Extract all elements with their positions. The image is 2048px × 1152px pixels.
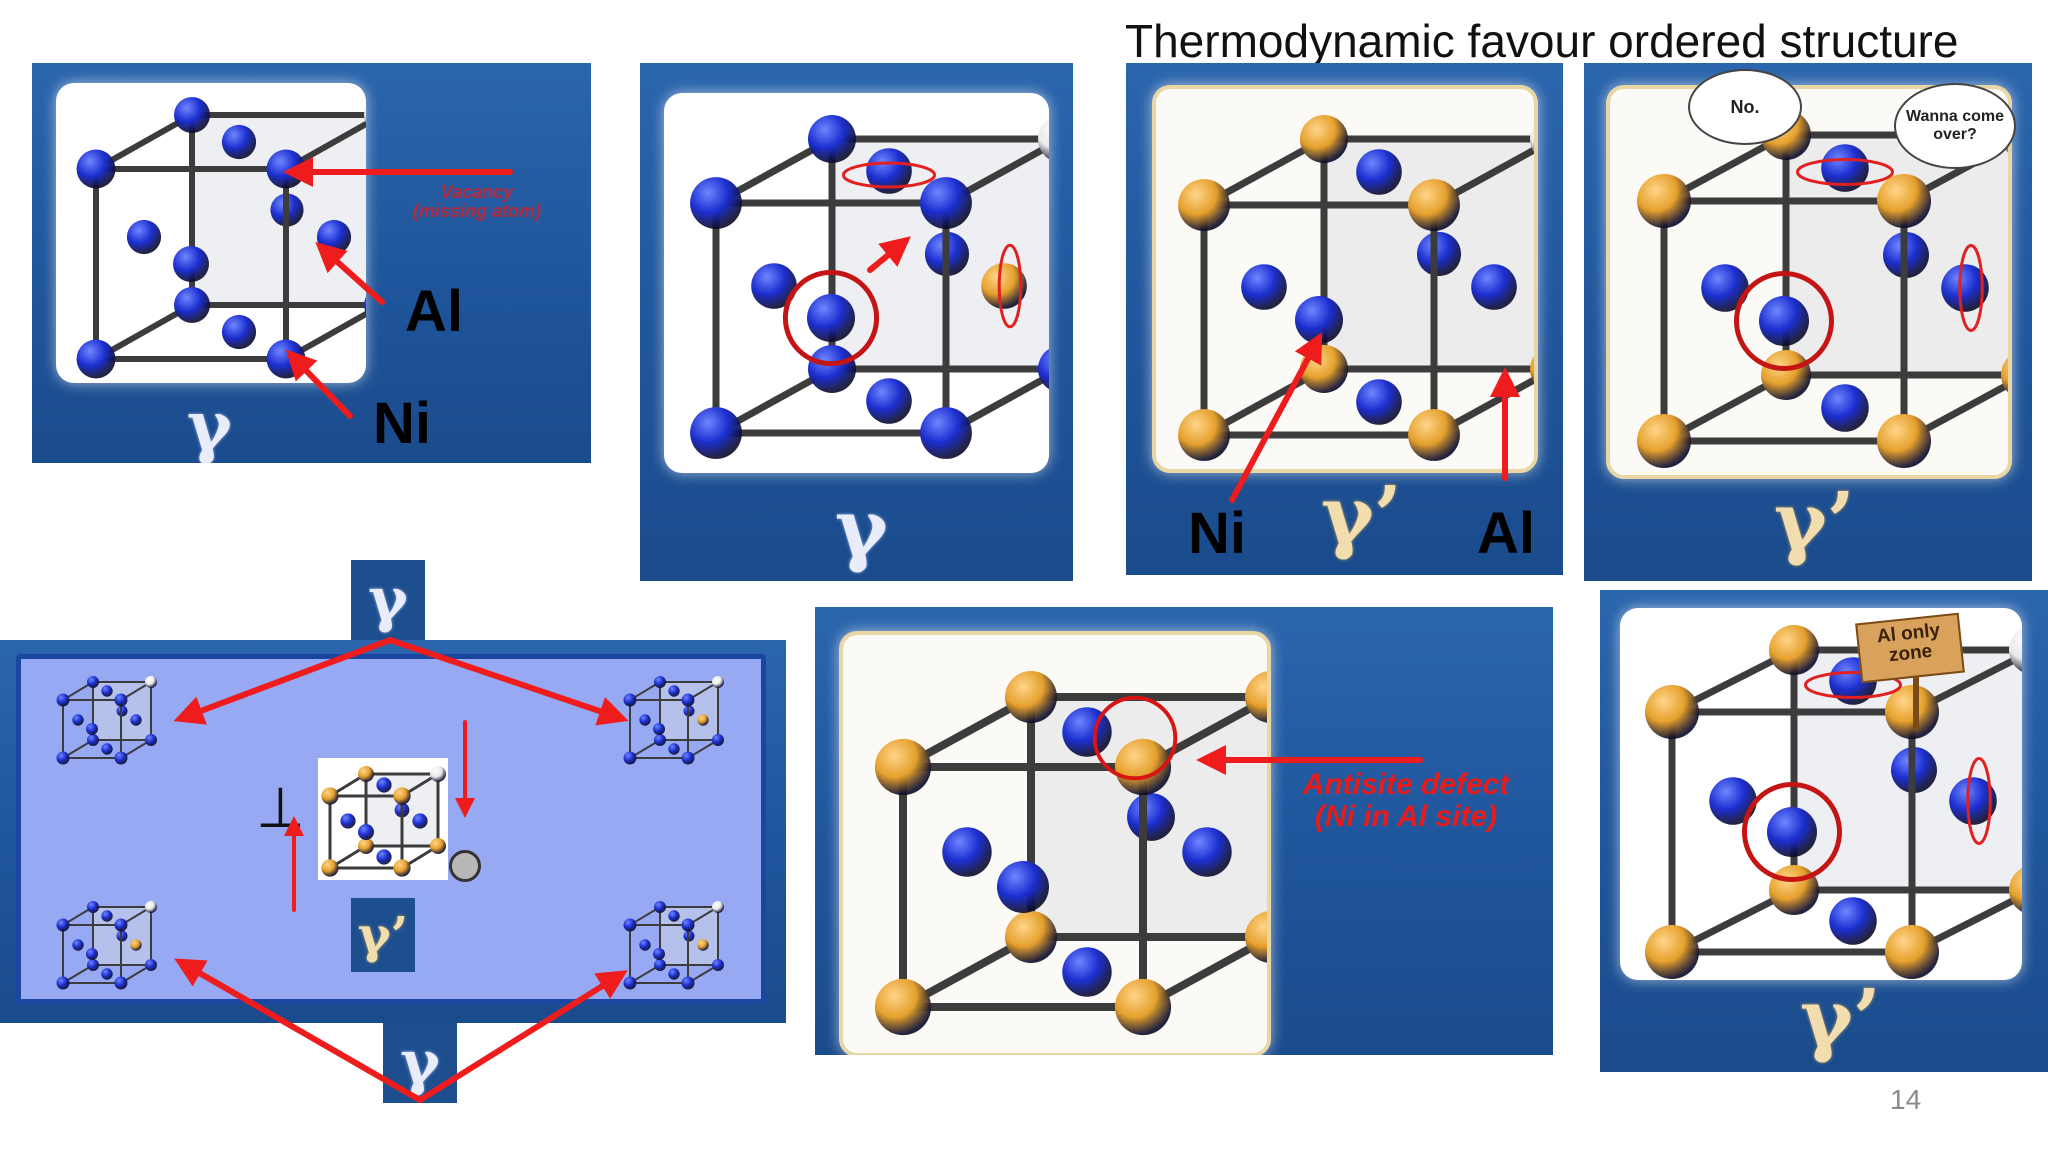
page-number: 14 [1890,1084,1922,1115]
gamma-box-bottom: γ [383,1023,457,1103]
al-only-zone-sign: Al only zone [1855,612,1965,684]
cube-card [1620,608,2022,980]
gamma-prime-label: γ’ [1800,971,1881,1065]
panel-al-only-zone: γ’ Al only zone [1600,590,2048,1072]
label-ni: Ni [373,391,431,456]
mini-cube-top-left [56,676,157,765]
cube-gamma-vacancy [76,97,366,379]
cube-al-only-zone [1645,625,2022,979]
speech-bubble-wanna: Wanna come over? [1894,83,2016,169]
mini-cube-bottom-left [56,901,157,990]
cube-card [56,83,366,383]
gamma-prime-label: γ’ [1321,468,1402,562]
center-cube-card [318,758,448,880]
mini-cube-top-right [623,676,724,765]
gamma-prime-label: γ’ [357,905,409,964]
vacancy-annotation: Vacancy (missing atom) [412,182,541,221]
gamma-box-top: γ [351,560,425,640]
panel-gamma-vacancy: γ Vacancy (missing atom) [32,63,591,463]
antisite-annotation: Antisite defect (Ni in Al site) [1302,768,1510,833]
panel-gamma-prime-swap: γ’ No. Wanna come over? [1584,63,2032,581]
cube-gamma-prime [1178,115,1534,461]
panel-antisite: Antisite defect (Ni in Al site) [815,607,1553,1055]
gamma-prime-box: γ’ [351,898,415,972]
cube-card [1152,85,1538,473]
speech-bubble-no: No. [1688,69,1802,145]
gamma-prime-label: γ’ [1774,474,1855,568]
cube-card [664,93,1049,473]
slide-title: Thermodynamic favour ordered structure [1125,15,1959,67]
mini-cube-center [321,766,446,877]
gamma-label: γ [400,1028,440,1098]
cube-gamma-diffusion [690,115,1049,459]
gamma-label: γ [187,387,232,463]
cube-gamma-prime-swap [1637,110,2008,468]
cube-card [839,631,1271,1055]
gamma-label: γ [835,481,888,575]
dislocation-symbol: ⊥ [256,776,305,839]
mini-cube-bottom-right [623,901,724,990]
label-ni: Ni [1188,501,1246,566]
gamma-label: γ [368,565,408,635]
panel-gamma-diffusion: γ [640,63,1073,581]
label-al: Al [1477,501,1535,566]
label-al: Al [405,279,463,344]
obstacle-particle [449,850,481,882]
cube-antisite [874,671,1267,1036]
sign-post [1913,660,1919,730]
panel-gamma-prime: γ’ [1126,63,1563,575]
